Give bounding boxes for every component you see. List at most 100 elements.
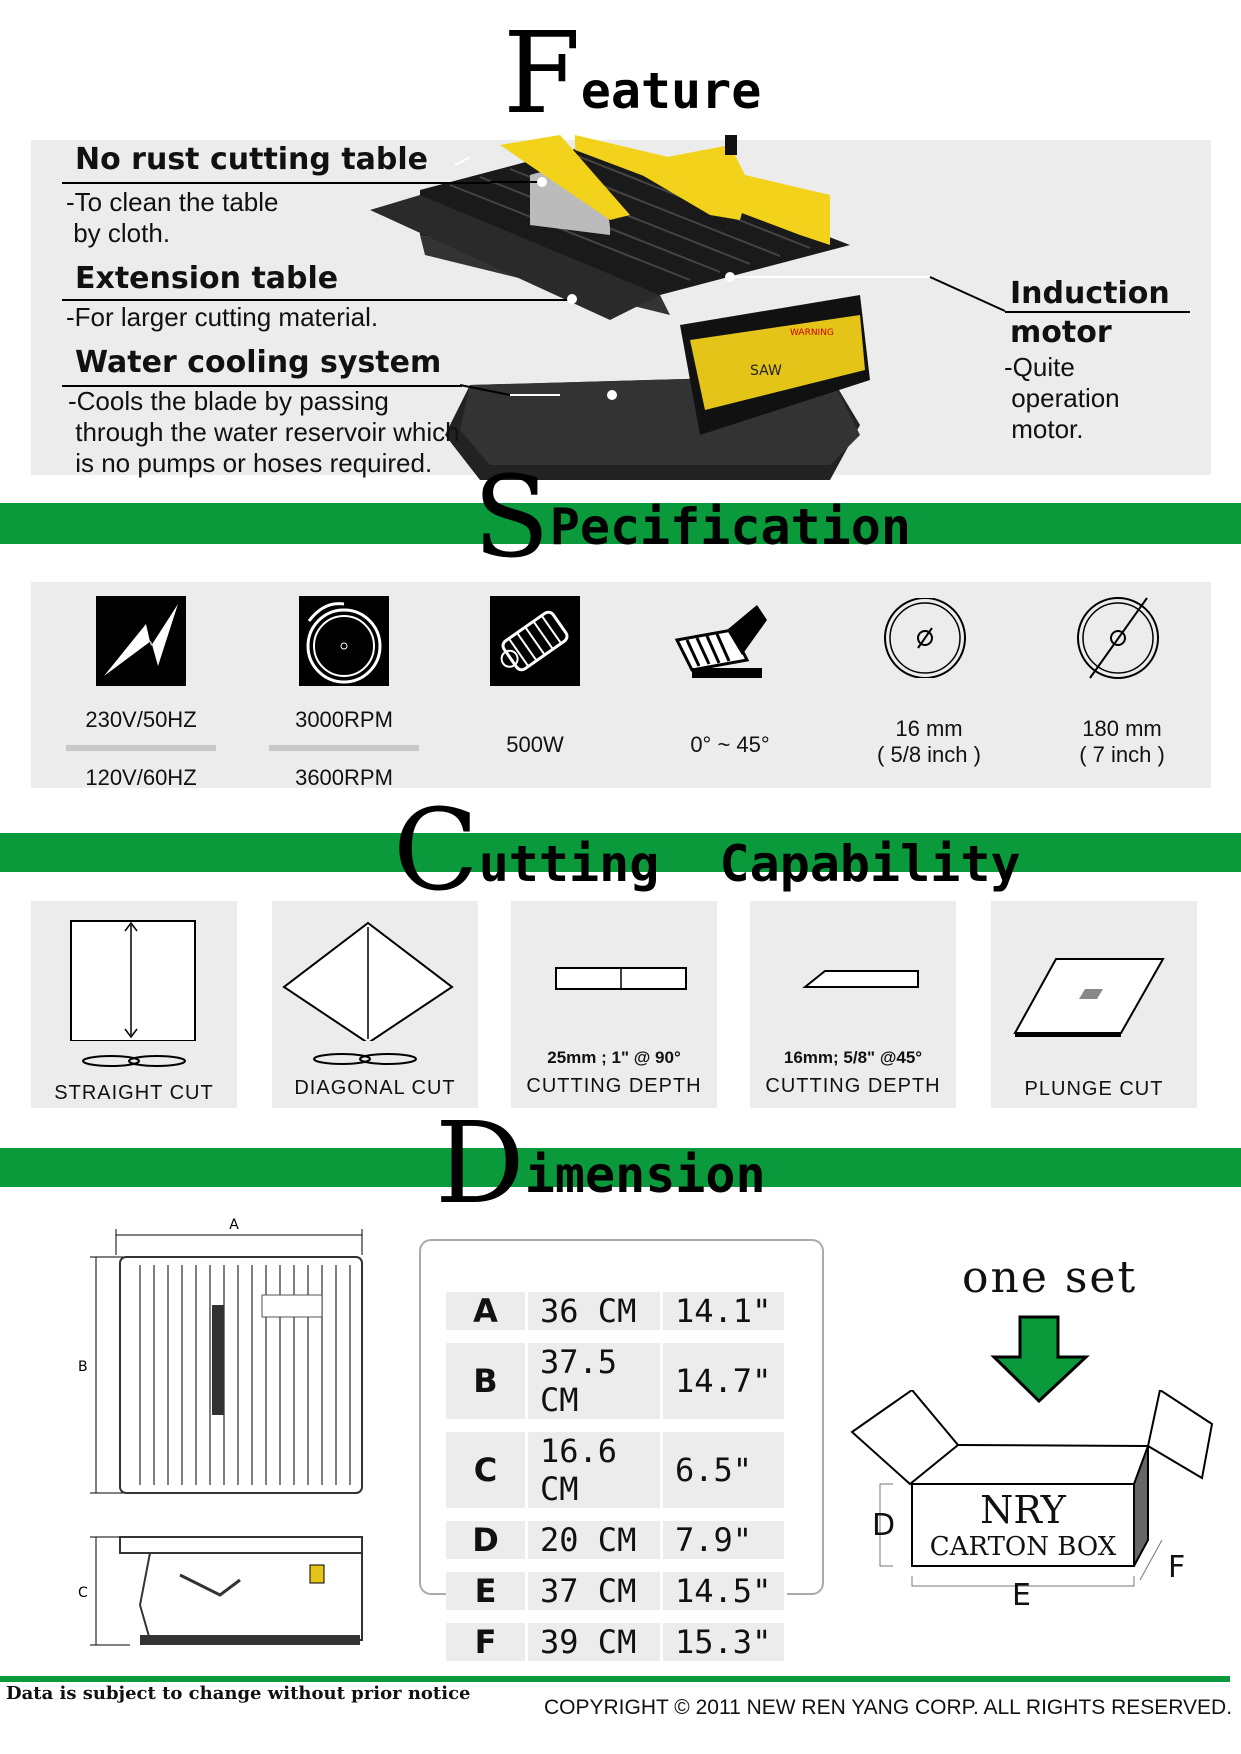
dimension-drawing: A B C xyxy=(78,1217,363,1646)
cutting-heading: C utting Capability xyxy=(393,795,1021,907)
leader-lines xyxy=(459,177,1006,400)
row-inch: 14.1" xyxy=(663,1292,787,1330)
tile-diagonal-cut: DIAGONAL CUT xyxy=(272,901,478,1108)
tile-label: PLUNGE CUT xyxy=(1024,1078,1164,1100)
feature-heading: F eature xyxy=(503,18,761,130)
row-cm: 36 CM xyxy=(528,1292,663,1330)
cutting-bar xyxy=(0,833,1241,872)
row-cm: 16.6 CM xyxy=(528,1432,663,1508)
row-inch: 14.7" xyxy=(663,1343,787,1419)
tile-plunge-cut: PLUNGE CUT xyxy=(991,901,1197,1108)
leader-line xyxy=(62,299,572,301)
dimension-heading-initial: D xyxy=(435,1099,525,1229)
blade-symbol-icon xyxy=(313,1053,417,1065)
specification-panel xyxy=(31,582,1211,788)
dimension-heading: D imension xyxy=(435,1108,766,1220)
specification-heading: S Pecification xyxy=(473,462,911,574)
row-inch: 6.5" xyxy=(663,1432,787,1508)
feature-desc-no-rust: -To clean the table by cloth. xyxy=(66,187,279,248)
dim-label-a: A xyxy=(229,1217,239,1233)
straight-cut-icon xyxy=(70,920,196,1041)
row-key: C xyxy=(446,1432,528,1508)
diagonal-cut-icon xyxy=(282,921,454,1041)
box-e-label: E xyxy=(1012,1578,1031,1613)
carton-box-icon xyxy=(850,1390,1214,1587)
cutting-heading-rest: utting Capability xyxy=(478,835,1021,893)
tile-depth-45: 16mm; 5/8" @45° CUTTING DEPTH xyxy=(750,901,956,1108)
row-inch: 14.5" xyxy=(663,1572,787,1610)
dimension-bar xyxy=(0,1148,1241,1187)
feature-heading-initial: F xyxy=(503,9,581,139)
specification-bar xyxy=(0,503,1241,544)
spec-tilt: 0° ~ 45° xyxy=(690,732,770,757)
spec-blade: 180 mm( 7 inch ) xyxy=(1079,716,1165,767)
saw-label: SAW xyxy=(750,363,782,379)
row-cm: 37.5 CM xyxy=(528,1343,663,1419)
row-cm: 20 CM xyxy=(528,1521,663,1559)
footer-copyright: COPYRIGHT © 2011 NEW REN YANG CORP. ALL … xyxy=(544,1696,1233,1719)
tile-label: STRAIGHT CUT xyxy=(54,1082,214,1104)
row-cm: 39 CM xyxy=(528,1623,663,1661)
dimension-heading-rest: imension xyxy=(524,1146,766,1204)
tile-depth-90: 25mm ; 1" @ 90° CUTTING DEPTH xyxy=(511,901,717,1108)
tile-saw-photo: SAW WARNING xyxy=(370,135,870,480)
leader-line xyxy=(1005,311,1190,313)
feature-heading-rest: eature xyxy=(580,62,762,120)
lightning-icon xyxy=(96,596,186,686)
cutting-heading-initial: C xyxy=(393,786,479,916)
feature-desc-water-cooling: -Cools the blade by passing through the … xyxy=(68,386,460,478)
row-key: A xyxy=(446,1292,528,1330)
one-set-label: one set xyxy=(962,1252,1138,1303)
feature-label-no-rust: No rust cutting table xyxy=(75,142,429,177)
dim-label-b: B xyxy=(78,1359,88,1375)
row-inch: 15.3" xyxy=(663,1623,787,1661)
tilt-table-icon xyxy=(674,605,767,678)
tile-spec: 25mm ; 1" @ 90° xyxy=(547,1048,681,1067)
feature-label-extension: Extension table xyxy=(75,261,339,296)
tile-straight-cut: STRAIGHT CUT xyxy=(31,901,237,1108)
feature-desc-extension: -For larger cutting material. xyxy=(66,302,379,332)
row-inch: 7.9" xyxy=(663,1521,787,1559)
feature-desc-induction-motor: -Quite operation motor. xyxy=(1004,352,1120,444)
spec-arbor: 16 mm( 5/8 inch ) xyxy=(877,716,981,767)
box-f-label: F xyxy=(1168,1550,1186,1585)
box-label: CARTON BOX xyxy=(929,1532,1117,1562)
row-key: D xyxy=(446,1521,528,1559)
specification-heading-rest: Pecification xyxy=(549,498,911,556)
down-arrow-icon xyxy=(990,1315,1090,1404)
tile-label: CUTTING DEPTH xyxy=(765,1075,941,1097)
box-brand: NRY xyxy=(980,1488,1066,1532)
specification-heading-initial: S xyxy=(473,453,550,583)
row-key: E xyxy=(446,1572,528,1610)
row-key: F xyxy=(446,1623,528,1661)
arbor-diameter-icon xyxy=(884,598,966,678)
dim-label-c: C xyxy=(78,1585,88,1601)
depth-45-icon xyxy=(802,970,919,988)
blade-symbol-icon xyxy=(82,1055,186,1067)
feature-label-water-cooling: Water cooling system xyxy=(75,345,442,380)
warning-label: WARNING xyxy=(790,328,834,338)
blade-diameter-icon xyxy=(1077,597,1159,679)
footer-rule xyxy=(0,1676,1230,1682)
leader-line xyxy=(62,182,490,184)
box-d-label: D xyxy=(872,1508,896,1543)
spec-power: 500W xyxy=(506,732,564,757)
motor-icon xyxy=(490,596,580,686)
row-key: B xyxy=(446,1343,528,1419)
depth-90-icon xyxy=(555,967,687,990)
tile-label: DIAGONAL CUT xyxy=(294,1077,456,1099)
rotation-disc-icon xyxy=(299,596,389,686)
tile-spec: 16mm; 5/8" @45° xyxy=(783,1048,923,1067)
tile-label: CUTTING DEPTH xyxy=(526,1075,702,1097)
row-cm: 37 CM xyxy=(528,1572,663,1610)
